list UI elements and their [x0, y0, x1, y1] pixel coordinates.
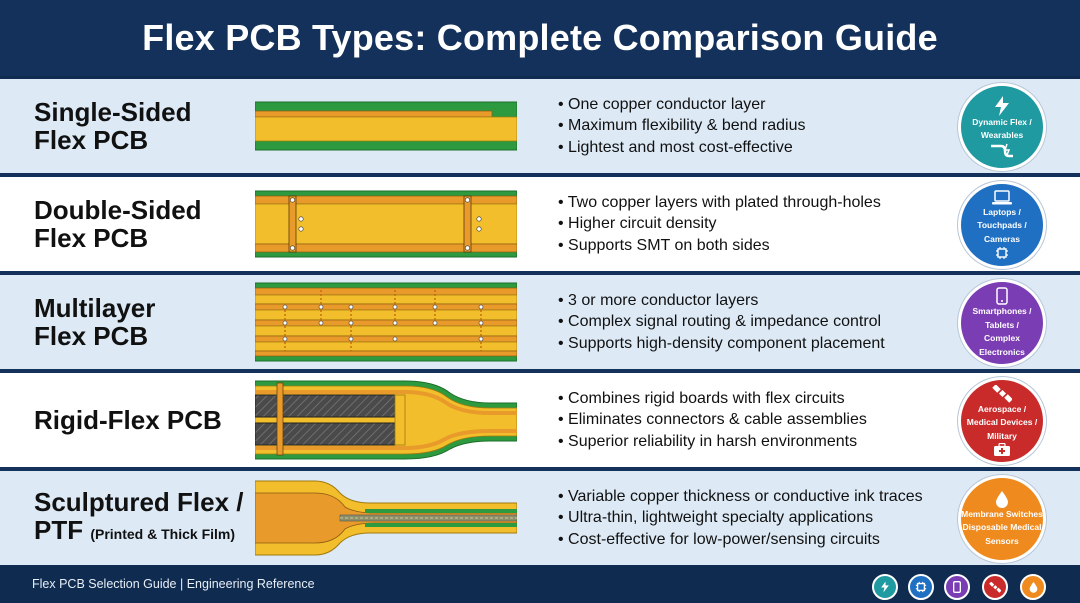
header-bar: Flex PCB Types: Complete Comparison Guid…: [0, 0, 1080, 76]
double-sided-cross-section-diagram: [255, 190, 517, 258]
smartphone-icon: [996, 287, 1008, 305]
footer-droplet-icon: [1020, 574, 1046, 600]
chip-icon: [996, 247, 1008, 260]
single-sided-cross-section-diagram: [255, 101, 517, 151]
row-title: Multilayer Flex PCB: [34, 293, 156, 351]
rigid-flex-cross-section-diagram: [255, 380, 517, 460]
row-multilayer: Multilayer Flex PCB 3 or more conductor …: [0, 275, 1080, 369]
footer-lightning-icon: [872, 574, 898, 600]
multilayer-cross-section-diagram: [255, 282, 517, 362]
row-title: Rigid-Flex PCB: [34, 405, 222, 435]
row-title: Double-Sided Flex PCB: [34, 195, 202, 253]
droplet-icon: [996, 490, 1008, 508]
laptop-icon: [992, 190, 1012, 205]
row-single-sided: Single-Sided Flex PCB One copper conduct…: [0, 79, 1080, 173]
footer-bar: Flex PCB Selection Guide | Engineering R…: [0, 566, 1080, 603]
sculptured-flex-cross-section-diagram: [255, 480, 517, 556]
footer-smartphone-icon: [944, 574, 970, 600]
satellite-icon: [992, 384, 1012, 403]
feature-list: Combines rigid boards with flex circuits…: [558, 373, 867, 467]
footer-chip-icon: [908, 574, 934, 600]
page-title: Flex PCB Types: Complete Comparison Guid…: [142, 17, 938, 58]
feature-list: Variable copper thickness or conductive …: [558, 471, 923, 565]
row-divider: [0, 173, 1080, 177]
row-divider: [0, 271, 1080, 275]
feature-list: 3 or more conductor layers Complex signa…: [558, 275, 885, 369]
application-badge: Membrane Switches Disposable Medical Sen…: [958, 475, 1046, 563]
application-badge: Smartphones / Tablets / Complex Electron…: [958, 279, 1046, 367]
application-badge: Laptops / Touchpads / Cameras: [958, 181, 1046, 269]
row-sculptured-flex: Sculptured Flex / PTF (Printed & Thick F…: [0, 471, 1080, 565]
feature-list: One copper conductor layer Maximum flexi…: [558, 79, 805, 173]
row-title: Single-Sided Flex PCB: [34, 97, 192, 155]
row-rigid-flex: Rigid-Flex PCB Combines rigid boards wit…: [0, 373, 1080, 467]
feature-list: Two copper layers with plated through-ho…: [558, 177, 881, 271]
medical-kit-icon: [994, 443, 1010, 457]
row-divider: [0, 369, 1080, 373]
lightning-icon: [995, 95, 1009, 116]
row-double-sided: Double-Sided Flex PCB Two copper layers …: [0, 177, 1080, 271]
row-title: Sculptured Flex / PTF (Printed & Thick F…: [34, 487, 244, 545]
application-badge: Aerospace / Medical Devices / Military: [958, 377, 1046, 465]
application-badge: Dynamic Flex / Wearables: [958, 83, 1046, 171]
flex-cable-icon: [991, 143, 1013, 157]
footer-text: Flex PCB Selection Guide | Engineering R…: [32, 577, 315, 591]
footer-satellite-icon: [982, 574, 1008, 600]
row-divider: [0, 467, 1080, 471]
